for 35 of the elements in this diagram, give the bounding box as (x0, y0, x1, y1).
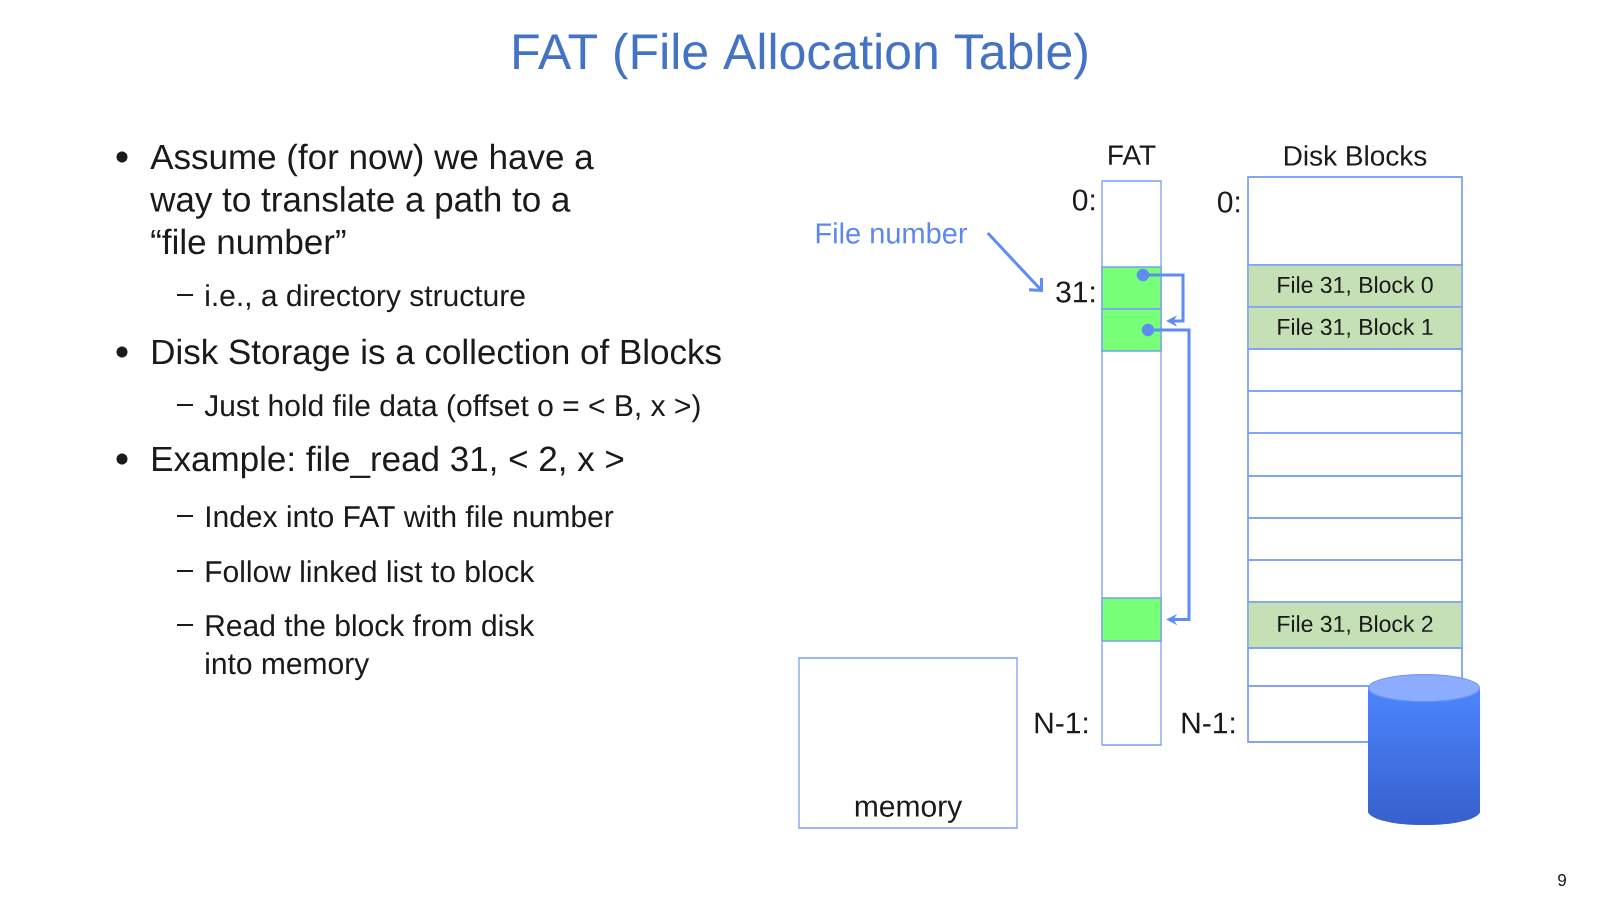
bullet-text: Assume (for now) we have a way to translate a path to a “file number” (150, 143, 594, 255)
callout-text: File number (816, 222, 968, 244)
row-index-label: 0: (1072, 189, 1095, 211)
bullet-text: Index into FAT with file number (207, 505, 614, 528)
bullet-text: Just hold file data (offset o = < B, x >) (204, 394, 700, 423)
table-cell (1101, 308, 1162, 352)
row-index-label: N-1: (1182, 712, 1235, 734)
table-cell: File 31, Block 2 (1247, 601, 1463, 649)
bullet-text: Follow linked list to block (206, 560, 535, 583)
row-index-label: N-1: (1035, 712, 1088, 734)
table-cell (1247, 432, 1463, 477)
table-cell (1247, 517, 1463, 561)
table-cell (1247, 390, 1463, 434)
disk-cylinder (1368, 674, 1480, 825)
bullet-text: i.e., a directory structure (206, 284, 525, 313)
table-cell (1101, 597, 1162, 642)
bullet-text: Read the block from disk into memory (206, 614, 535, 681)
table-cell (1247, 348, 1463, 392)
node-label: Disk Blocks (1284, 145, 1427, 166)
table-cell (1247, 685, 1370, 743)
arrow (1149, 273, 1185, 327)
table-cell (1101, 266, 1162, 310)
arrow (1154, 328, 1191, 626)
table-cell (1247, 475, 1463, 519)
page-number: 9 (1558, 874, 1566, 887)
memory-box: memory (798, 657, 1018, 829)
row-index-label: 31: (1056, 281, 1095, 303)
row-index-label: 0: (1217, 191, 1240, 213)
slide-title: FAT (File Allocation Table) (514, 32, 1087, 80)
node-label: FAT (1109, 145, 1156, 165)
table-cell: File 31, Block 0 (1247, 264, 1463, 308)
table-cell: File 31, Block 1 (1247, 306, 1463, 350)
bullet-text: Example: file_read 31, < 2, x > (153, 445, 624, 479)
arrow (986, 231, 1043, 292)
bullet-text: Disk Storage is a collection of Blocks (153, 338, 721, 372)
